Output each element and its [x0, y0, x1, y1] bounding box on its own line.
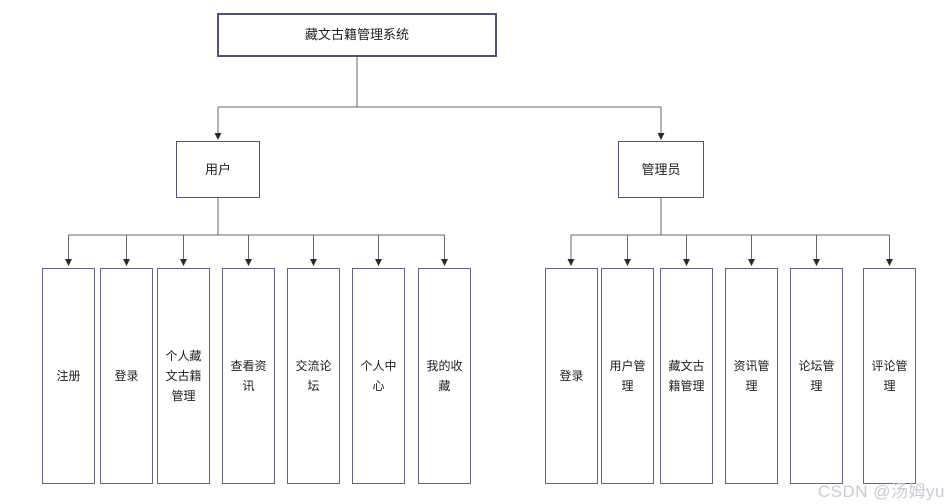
leaf-label: 我的收藏	[426, 359, 463, 393]
leaf-label: 登录	[114, 369, 139, 383]
leaf-label: 交流论坛	[295, 359, 332, 393]
csdn-watermark: CSDN @汤姆yu	[817, 482, 945, 501]
leaf-label: 藏文古籍管理	[668, 359, 705, 393]
leaf-label: 资讯管理	[733, 359, 770, 393]
node-user-login: 登录	[100, 268, 153, 484]
leaf-label: 评论管理	[871, 359, 908, 393]
node-user-label: 用户	[204, 161, 231, 177]
node-admin-news-management: 资讯管理	[725, 268, 778, 484]
node-admin-label: 管理员	[641, 161, 681, 177]
node-admin-comment-management: 评论管理	[863, 268, 916, 484]
leaf-label: 查看资讯	[230, 359, 267, 393]
node-user: 用户	[176, 141, 260, 198]
leaf-label: 论坛管理	[798, 359, 835, 393]
node-system-root-label: 藏文古籍管理系统	[304, 27, 409, 42]
node-user-register: 注册	[42, 268, 95, 484]
node-user-personal-center: 个人中心	[352, 268, 405, 484]
leaf-label: 用户管理	[609, 359, 646, 393]
node-user-communication-forum: 交流论坛	[287, 268, 340, 484]
leaf-label: 个人藏文古籍管理	[165, 349, 202, 403]
node-admin-forum-management: 论坛管理	[790, 268, 843, 484]
node-user-personal-ancient-books-management: 个人藏文古籍管理	[157, 268, 210, 484]
node-admin-ancient-books-management: 藏文古籍管理	[660, 268, 713, 484]
node-user-view-news: 查看资讯	[222, 268, 275, 484]
leaf-label: 个人中心	[360, 359, 397, 393]
node-admin: 管理员	[618, 141, 704, 198]
node-user-my-favorites: 我的收藏	[418, 268, 471, 484]
leaf-label: 注册	[56, 369, 81, 383]
leaf-label: 登录	[559, 369, 584, 383]
node-admin-login: 登录	[545, 268, 598, 484]
node-admin-user-management: 用户管理	[601, 268, 654, 484]
node-system-root: 藏文古籍管理系统	[217, 13, 497, 57]
